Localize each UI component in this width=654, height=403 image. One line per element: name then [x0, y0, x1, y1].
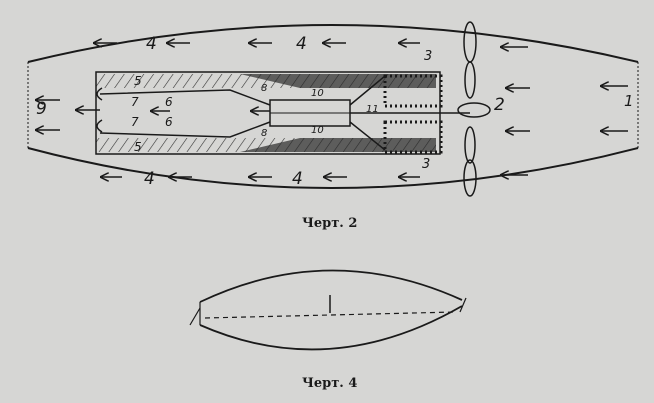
label-5: 5: [134, 140, 142, 154]
label-10: 10: [311, 125, 324, 136]
label-2: 2: [494, 95, 505, 115]
label-9: 9: [36, 99, 47, 119]
flow-arrows: [35, 43, 628, 177]
engine-casing: [95, 71, 470, 155]
figure-4-caption: Черт. 4: [302, 376, 357, 391]
figure-2-caption: Черт. 2: [302, 216, 357, 231]
label-11: 11: [366, 104, 379, 115]
label-3: 3: [424, 49, 432, 64]
label-6: 6: [165, 115, 173, 129]
label-10: 10: [311, 88, 324, 99]
label-8: 8: [261, 128, 267, 139]
label-4: 4: [292, 169, 303, 189]
label-4: 4: [296, 34, 307, 54]
label-1: 1: [624, 92, 634, 110]
propeller: [457, 21, 491, 197]
label-4: 4: [146, 34, 157, 54]
label-8: 8: [261, 83, 267, 94]
label-5: 5: [134, 74, 142, 88]
label-6: 6: [165, 95, 173, 109]
label-3: 3: [422, 157, 430, 172]
figure-2-labels: 4 4 4 4 1 2 3 3 5 5 6 6 7 7 8 8 9 10 10 …: [36, 34, 634, 189]
label-7: 7: [131, 115, 139, 129]
compressor-blades: [383, 74, 443, 154]
hull-outline: [27, 24, 639, 189]
label-4: 4: [144, 169, 155, 189]
label-7: 7: [131, 95, 139, 109]
figure-4-hull: [189, 269, 467, 351]
